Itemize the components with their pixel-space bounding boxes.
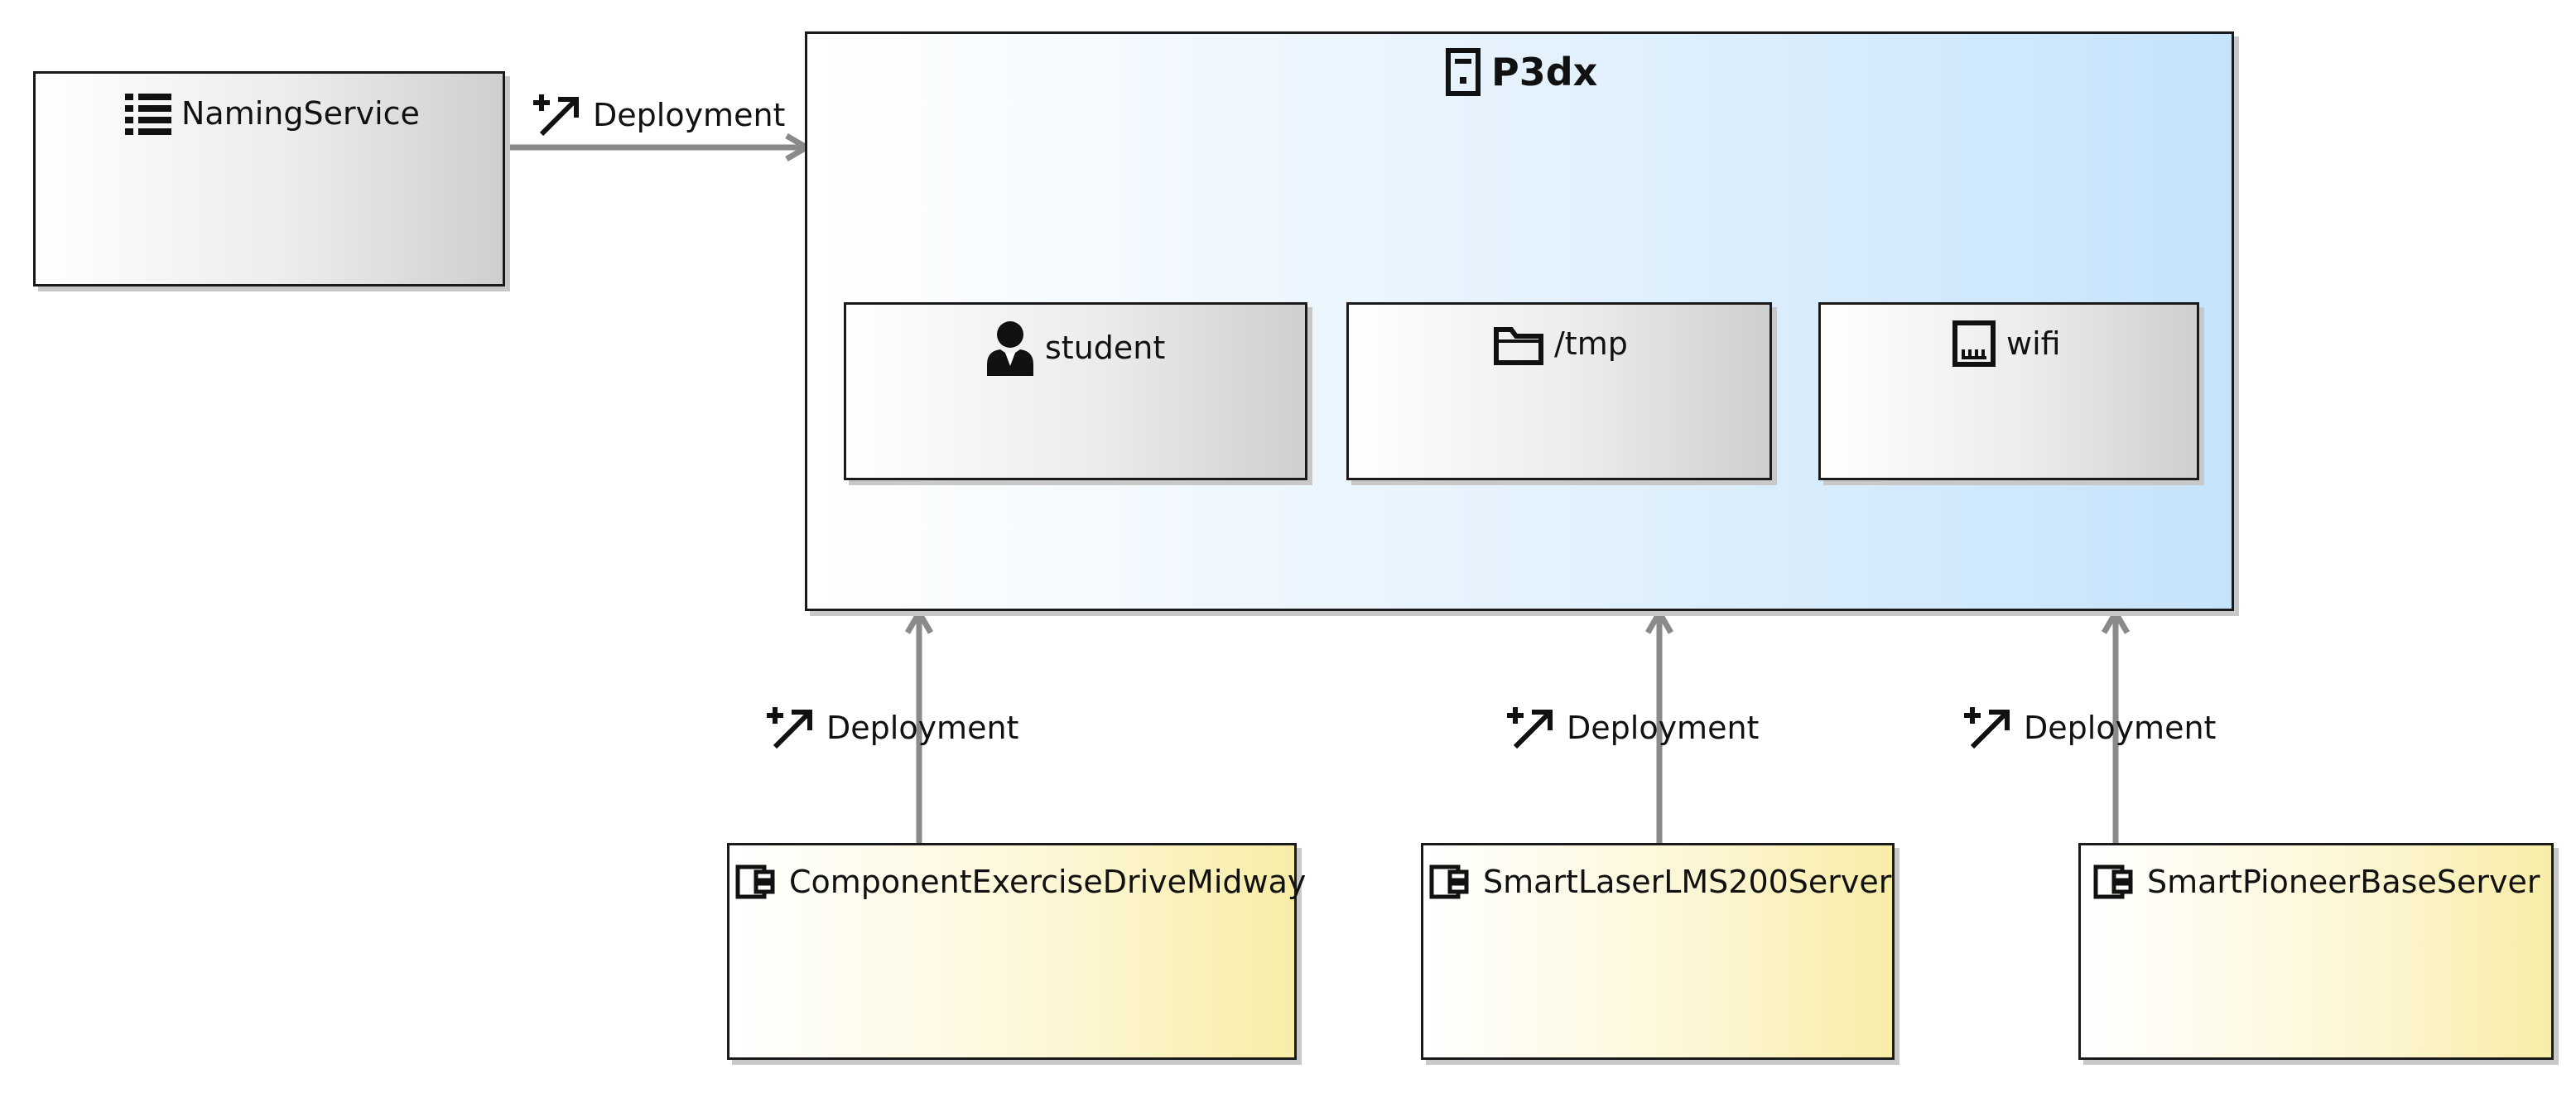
- node-namingservice[interactable]: NamingService: [33, 71, 505, 286]
- server-icon: [1446, 48, 1481, 96]
- folder-icon: [1494, 327, 1543, 365]
- node-tmp[interactable]: /tmp: [1346, 302, 1772, 480]
- edge-componentexercise-to-p3dx[interactable]: [904, 607, 934, 845]
- smartlaser-header: SmartLaserLMS200Server: [1428, 864, 1891, 900]
- edge-label-smartlaser-p3dx: Deployment: [1505, 705, 1759, 750]
- edge-label-text: Deployment: [1567, 710, 1760, 746]
- componentexercise-header: ComponentExerciseDriveMidway: [734, 864, 1306, 900]
- tmp-label: /tmp: [1554, 325, 1628, 362]
- smartpioneer-label: SmartPioneerBaseServer: [2147, 864, 2540, 900]
- edge-label-text: Deployment: [2024, 710, 2217, 746]
- component-icon: [735, 864, 775, 899]
- edge-smartlaser-to-p3dx[interactable]: [1644, 607, 1674, 845]
- namingservice-label: NamingService: [181, 95, 420, 132]
- tmp-header: /tmp: [1493, 321, 1628, 366]
- edge-label-smartpioneer-p3dx: Deployment: [1962, 705, 2216, 750]
- node-student[interactable]: student: [844, 302, 1307, 480]
- wifi-label: wifi: [2006, 325, 2061, 362]
- p3dx-title: P3dx: [1491, 50, 1598, 94]
- node-p3dx[interactable]: P3dx student /tmp: [805, 31, 2234, 611]
- namingservice-header: NamingService: [125, 92, 420, 135]
- deployment-icon: [1507, 707, 1553, 749]
- node-smartlaserlms200server[interactable]: SmartLaserLMS200Server: [1421, 843, 1895, 1060]
- deployment-icon: [1964, 707, 2010, 749]
- wifi-header: wifi: [1952, 320, 2061, 368]
- node-wifi[interactable]: wifi: [1818, 302, 2199, 480]
- p3dx-header: P3dx: [1445, 47, 1597, 97]
- deployment-icon: [533, 94, 579, 137]
- componentexercise-label: ComponentExerciseDriveMidway: [789, 864, 1307, 900]
- edge-label-componentexercise-p3dx: Deployment: [765, 705, 1018, 750]
- deployment-icon: [767, 707, 812, 749]
- edge-smartpioneer-to-p3dx[interactable]: [2101, 607, 2131, 845]
- smartpioneer-header: SmartPioneerBaseServer: [2092, 864, 2540, 900]
- component-icon: [1429, 864, 1469, 899]
- node-smartpioneerbaseserver[interactable]: SmartPioneerBaseServer: [2078, 843, 2554, 1060]
- user-icon: [987, 321, 1033, 376]
- network-port-icon: [1952, 320, 1996, 367]
- node-componentexercisedrivemidway[interactable]: ComponentExerciseDriveMidway: [727, 843, 1306, 1060]
- student-label: student: [1045, 330, 1166, 366]
- student-header: student: [985, 320, 1165, 376]
- edge-label-text: Deployment: [826, 710, 1019, 746]
- edge-label-text: Deployment: [593, 97, 786, 133]
- edge-namingservice-to-p3dx[interactable]: [507, 132, 812, 162]
- edge-label-namingservice-p3dx: Deployment: [532, 93, 785, 137]
- component-icon: [2093, 864, 2133, 899]
- smartlaser-label: SmartLaserLMS200Server: [1483, 864, 1892, 900]
- list-icon: [125, 94, 171, 135]
